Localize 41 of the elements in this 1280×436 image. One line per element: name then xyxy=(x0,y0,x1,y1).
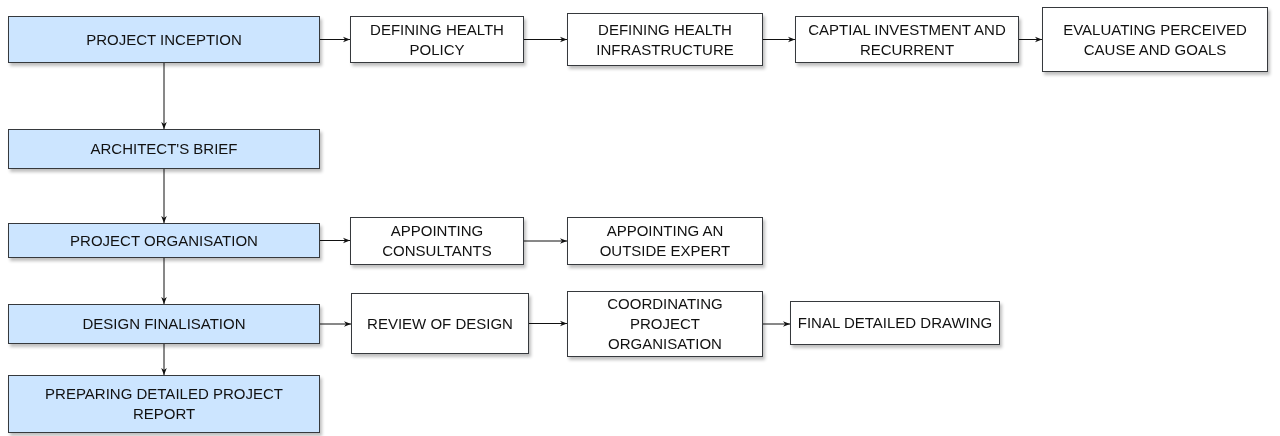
box-label: EVALUATING PERCEIVED CAUSE AND GOALS xyxy=(1062,19,1248,60)
process-box xyxy=(795,16,1019,63)
process-box xyxy=(790,301,1000,345)
arrow xyxy=(161,343,167,376)
process-box xyxy=(567,13,763,66)
process-box xyxy=(8,375,320,433)
process-box xyxy=(567,291,763,357)
arrow xyxy=(319,36,351,43)
box-label: REVIEW OF DESIGN xyxy=(367,313,513,334)
process-box xyxy=(350,217,524,265)
box-label: PREPARING DETAILED PROJECT REPORT xyxy=(44,384,284,424)
process-box xyxy=(8,129,320,169)
arrow xyxy=(319,321,352,327)
arrow xyxy=(523,36,568,43)
box-label: APPOINTING CONSULTANTS xyxy=(381,221,493,261)
arrow xyxy=(762,321,791,327)
box-label: ARCHITECT'S BRIEF xyxy=(90,139,238,159)
arrow xyxy=(762,36,796,43)
process-box xyxy=(350,16,524,63)
box-label: DESIGN FINALISATION xyxy=(82,314,246,334)
arrow xyxy=(1018,36,1043,43)
process-box xyxy=(8,304,320,344)
box-label: COORDINATING PROJECT ORGANISATION xyxy=(606,294,724,354)
box-label: APPOINTING AN OUTSIDE EXPERT xyxy=(598,221,732,261)
arrow xyxy=(528,320,568,327)
box-label: DEFINING HEALTH INFRASTRUCTURE xyxy=(595,19,735,60)
box-label: PROJECT ORGANISATION xyxy=(70,230,258,251)
process-box xyxy=(351,293,529,354)
process-box xyxy=(8,16,320,63)
arrow xyxy=(161,168,167,224)
arrow xyxy=(523,238,568,244)
process-box xyxy=(8,223,320,258)
arrow xyxy=(161,62,167,130)
box-label: DEFINING HEALTH POLICY xyxy=(369,19,505,60)
process-box xyxy=(1042,7,1268,72)
arrow xyxy=(161,257,167,305)
box-label: FINAL DETAILED DRAWING xyxy=(797,313,993,333)
box-label: CAPTIAL INVESTMENT AND RECURRENT xyxy=(807,19,1007,60)
box-label: PROJECT INCEPTION xyxy=(86,29,242,50)
arrow xyxy=(319,237,351,244)
process-box xyxy=(567,217,763,265)
